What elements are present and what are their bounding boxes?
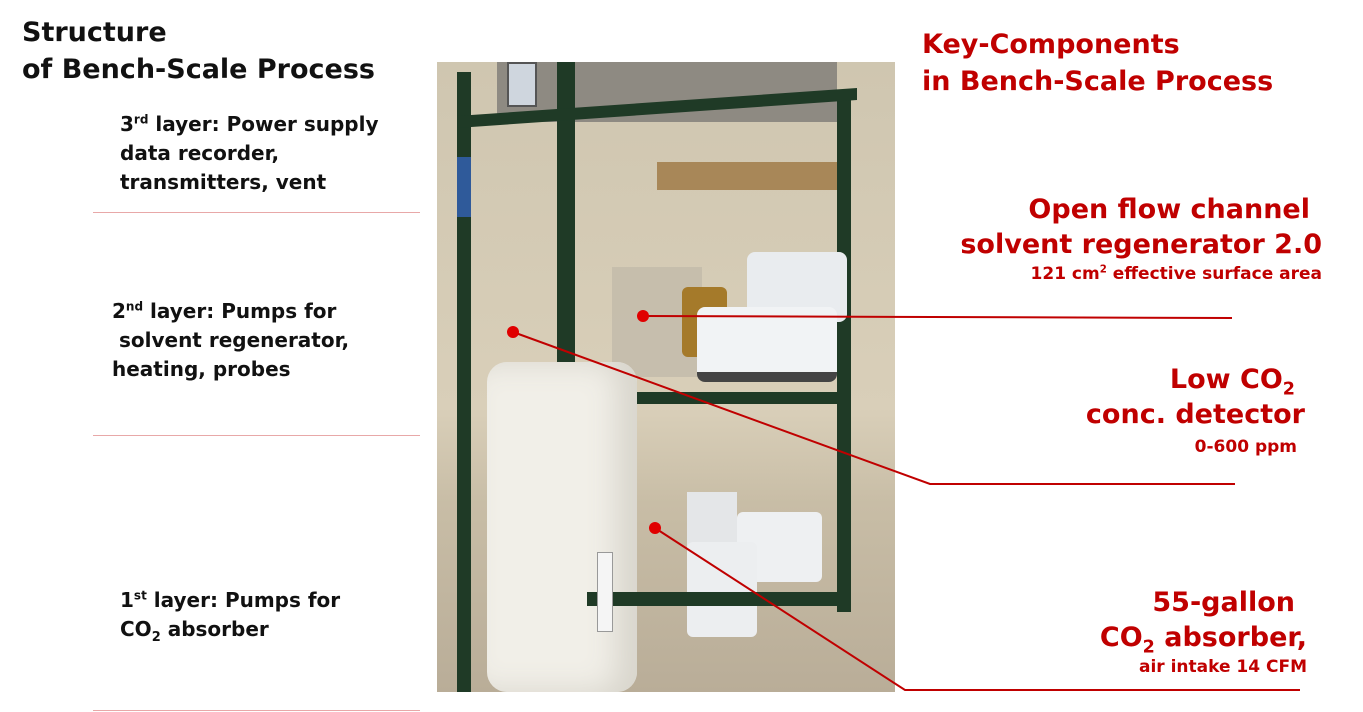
component-co2-detector: Low CO2 conc. detector 0-600 ppm	[1085, 364, 1305, 457]
callout-line-regenerator	[642, 315, 1233, 319]
callout-dot	[637, 310, 649, 322]
divider	[93, 710, 420, 711]
component-absorber: 55-gallon CO2 absorber, air intake 14 CF…	[1099, 587, 1307, 677]
callout-line-detector	[512, 331, 1235, 485]
right-title: Key-Components in Bench-Scale Process	[922, 29, 1274, 97]
layer-1-label: 1st layer: Pumps for CO2 absorber	[120, 588, 341, 645]
title-line: of Bench-Scale Process	[22, 54, 375, 85]
callout-dot	[507, 326, 519, 338]
bench-scale-process-photo	[437, 62, 895, 692]
title-line: Structure	[22, 17, 167, 48]
callout-dot	[649, 522, 661, 534]
divider	[93, 435, 420, 436]
layer-3-label: 3rd layer: Power supply data recorder, t…	[120, 112, 379, 194]
component-regenerator: Open flow channel solvent regenerator 2.…	[960, 194, 1322, 284]
callout-line-absorber	[654, 527, 1300, 691]
layer-2-label: 2nd layer: Pumps for solvent regenerator…	[112, 299, 350, 381]
divider	[93, 212, 420, 213]
left-title: Structure of Bench-Scale Process	[22, 14, 375, 88]
